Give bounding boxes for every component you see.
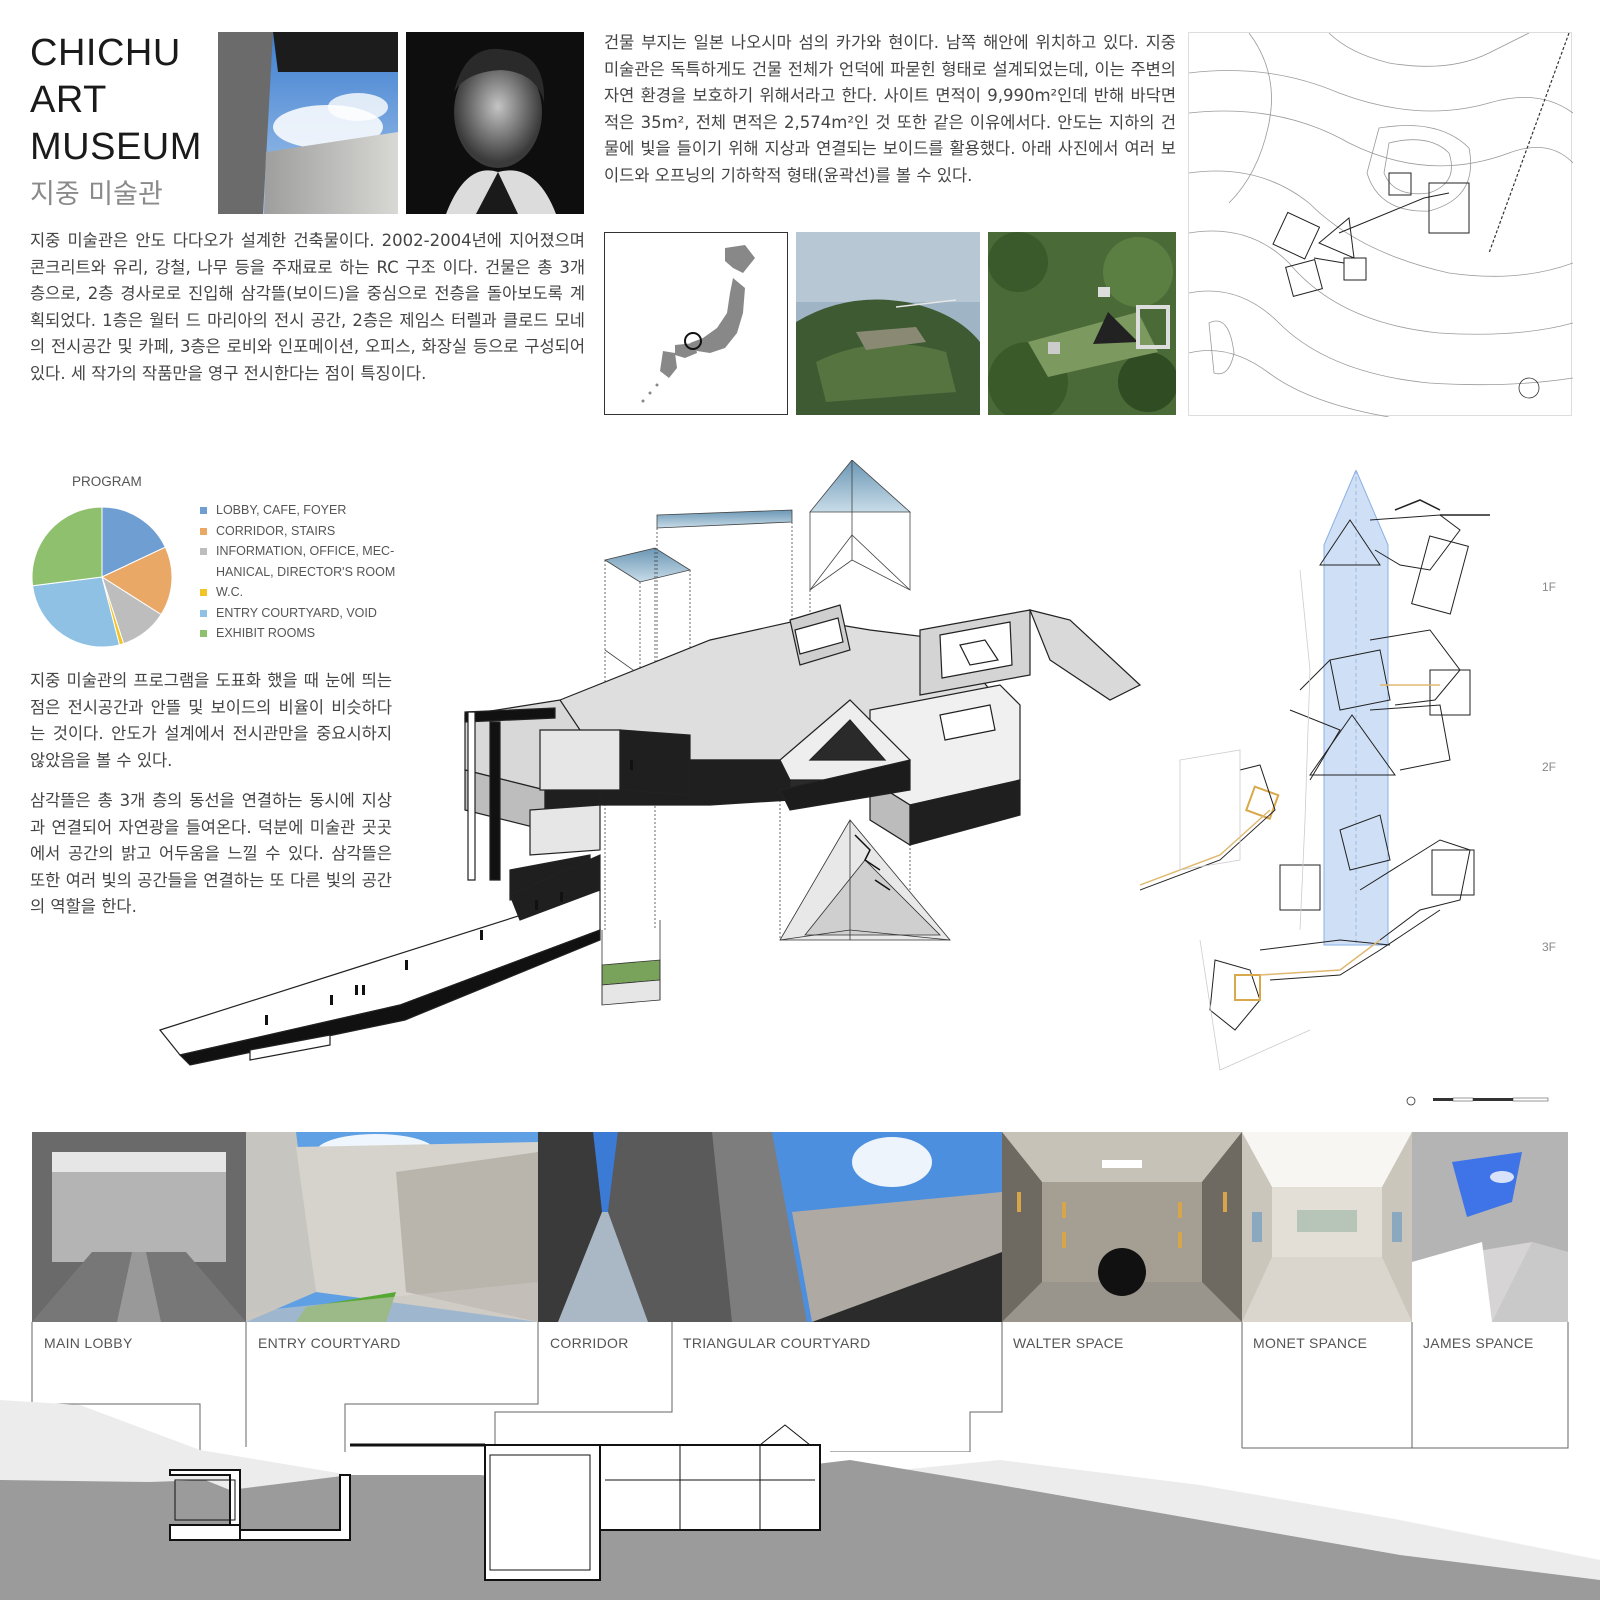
architect-portrait-photo: [406, 32, 584, 214]
space-photo-james-space: [1412, 1132, 1568, 1322]
pie-slice: [31, 506, 103, 587]
space-label-monet-space: MONET SPANCE: [1253, 1335, 1368, 1351]
pie-slice: [101, 506, 167, 578]
program-chart-title: PROGRAM: [72, 474, 142, 489]
space-label-frames: [31, 1322, 1569, 1452]
intro-paragraph: 지중 미술관은 안도 다다오가 설계한 건축물이다. 2002-2004년에 지…: [30, 231, 585, 383]
axonometric-drawing: [158, 460, 1142, 1066]
floor-plan-diagram: [1140, 470, 1490, 1071]
legend-item: INFORMATION, OFFICE, MEC-: [200, 541, 410, 562]
legend-swatch: [200, 589, 207, 596]
space-photo-walter-space: [1002, 1132, 1242, 1322]
concrete-opening-photo: [218, 32, 398, 214]
site-paragraph: 건물 부지는 일본 나오시마 섬의 카가와 현이다. 남쪽 해안에 위치하고 있…: [604, 33, 1176, 185]
page-title: CHICHU ART MUSEUM: [30, 32, 202, 168]
space-label-corridor: CORRIDOR: [550, 1335, 629, 1351]
building-section-drawing: [0, 1400, 1600, 1600]
space-photo-entry-courtyard: [246, 1132, 538, 1322]
floor-label-2f: 2F: [1542, 760, 1557, 774]
space-photo-corridor: [538, 1132, 672, 1322]
legend-item: W.C.: [200, 582, 410, 603]
floor-label-3f: 3F: [1542, 940, 1557, 954]
space-label-walter-space: WALTER SPACE: [1013, 1335, 1124, 1351]
page-subtitle: 지중 미술관: [30, 179, 163, 210]
legend-item: LOBBY, CAFE, FOYER: [200, 500, 410, 521]
aerial-photo-coast: [796, 232, 980, 415]
legend-swatch: [200, 507, 207, 514]
space-photo-monet-space: [1242, 1132, 1412, 1322]
legend-item-continued: HANICAL, DIRECTOR'S ROOM: [216, 564, 396, 579]
program-paragraph-1: 지중 미술관의 프로그램을 도표화 했을 때 눈에 띄는 점은 전시공간과 안뜰…: [30, 671, 392, 770]
legend-item: EXHIBIT ROOMS: [200, 623, 410, 644]
legend-swatch: [200, 630, 207, 637]
japan-location-map: [604, 232, 788, 415]
pie-slice: [31, 576, 121, 648]
aerial-photo-voids: [988, 232, 1176, 415]
space-label-james-space: JAMES SPANCE: [1423, 1335, 1534, 1351]
space-label-main-lobby: MAIN LOBBY: [44, 1335, 133, 1351]
space-label-triangular-courtyard: TRIANGULAR COURTYARD: [683, 1335, 871, 1351]
site-plan-drawing: [1188, 32, 1574, 418]
pie-slice: [100, 546, 173, 616]
legend-swatch: [200, 548, 207, 555]
program-legend: LOBBY, CAFE, FOYER CORRIDOR, STAIRS INFO…: [200, 500, 410, 644]
space-label-entry-courtyard: ENTRY COURTYARD: [258, 1335, 401, 1351]
legend-swatch: [200, 609, 207, 617]
legend-item: CORRIDOR, STAIRS: [200, 521, 410, 542]
program-paragraph-2: 삼각뜰은 총 3개 층의 동선을 연결하는 동시에 지상과 연결되어 자연광을 …: [30, 791, 392, 916]
scale-bar: [1406, 1096, 1549, 1106]
program-pie-chart: [31, 506, 173, 648]
legend-swatch: [200, 527, 207, 535]
space-photo-main-lobby: [32, 1132, 246, 1322]
floor-label-1f: 1F: [1542, 580, 1557, 594]
legend-item: ENTRY COURTYARD, VOID: [200, 603, 410, 624]
space-photo-triangular-courtyard: [672, 1132, 1002, 1322]
